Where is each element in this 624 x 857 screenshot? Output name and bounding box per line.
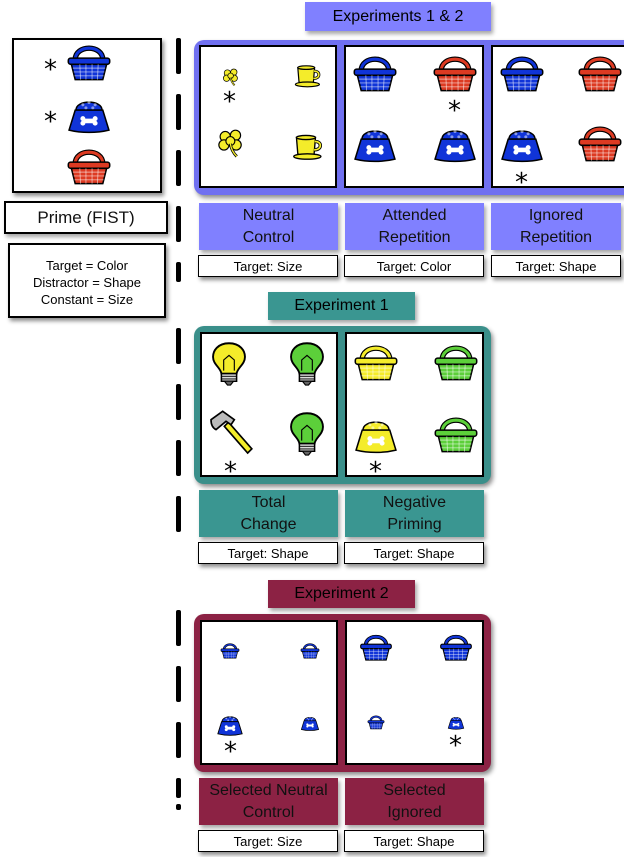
legend-constant: Constant = Size [40,292,134,307]
panel-selected-neutral-control: * [200,620,338,765]
basket-icon [367,714,385,730]
dog-bowl-icon [432,123,478,163]
basket-icon [352,53,398,93]
label-selected-ignored: Selected Ignored [345,778,484,825]
prime-legend: Target = Color Distractor = Shape Consta… [8,243,166,318]
star-marker: * [223,87,236,117]
basket-icon [577,123,623,163]
panel-attended-repetition: * [344,45,484,188]
bulb-icon [210,340,248,386]
dog-bowl-icon [499,123,545,163]
label-neutral-control: Neutral Control [199,203,338,250]
bulb-icon [288,410,326,456]
basket-icon [499,53,545,93]
star-marker: * [44,107,57,137]
basket-icon [220,642,240,659]
clover-icon [221,67,241,87]
legend-target: Target = Color [45,258,128,273]
dog-bowl-icon [352,123,398,163]
prime-label: Prime (FIST) [4,201,168,234]
basket-icon [433,414,479,454]
panel-neutral-control: * [199,45,337,188]
basket-icon [66,146,112,186]
panel-total-change: * [200,332,338,485]
star-marker: * [224,457,237,487]
experiments-1-2-title: Experiments 1 & 2 [305,2,491,31]
prime-image: * * [12,38,162,193]
cup-icon [291,133,325,161]
panel-negative-priming: * [345,332,484,485]
experiment-2-title: Experiment 2 [268,580,415,608]
star-marker: * [449,731,462,761]
label-selected-neutral-control: Selected Neutral Control [199,778,338,825]
basket-icon [577,53,623,93]
target-color: Target: Color [344,255,484,277]
label-total-change: Total Change [199,490,338,537]
dog-bowl-icon [447,714,465,730]
clover-icon [215,127,247,159]
star-marker: * [44,55,57,85]
basket-icon [433,342,479,382]
dog-bowl-icon [66,94,112,134]
panel-ignored-repetition: * [491,45,624,196]
experiment-1-title: Experiment 1 [268,292,415,320]
label-negative-priming: Negative Priming [345,490,484,537]
target-shape: Target: Shape [491,255,621,277]
star-marker: * [224,737,237,767]
bulb-icon [288,340,326,386]
target-size: Target: Size [198,830,338,852]
dog-bowl-icon [300,714,320,731]
label-ignored-repetition: Ignored Repetition [491,203,621,250]
legend-distractor: Distractor = Shape [32,275,142,290]
panel-selected-ignored: * [345,620,484,765]
dog-bowl-icon [353,414,399,454]
target-shape: Target: Shape [344,830,484,852]
label-attended-repetition: Attended Repetition [345,203,484,250]
star-marker: * [515,168,528,198]
dog-bowl-icon [216,712,244,736]
basket-icon [432,53,478,93]
star-marker: * [448,96,461,126]
basket-icon [439,632,473,662]
basket-icon [353,342,399,382]
basket-icon [66,42,112,82]
basket-icon [359,632,393,662]
target-shape: Target: Shape [344,542,484,564]
cup-icon [293,63,323,89]
target-shape: Target: Shape [198,542,338,564]
target-size: Target: Size [198,255,338,277]
dashed-divider [176,38,182,838]
basket-icon [300,642,320,659]
hammer-icon [206,408,256,458]
star-marker: * [369,457,382,487]
